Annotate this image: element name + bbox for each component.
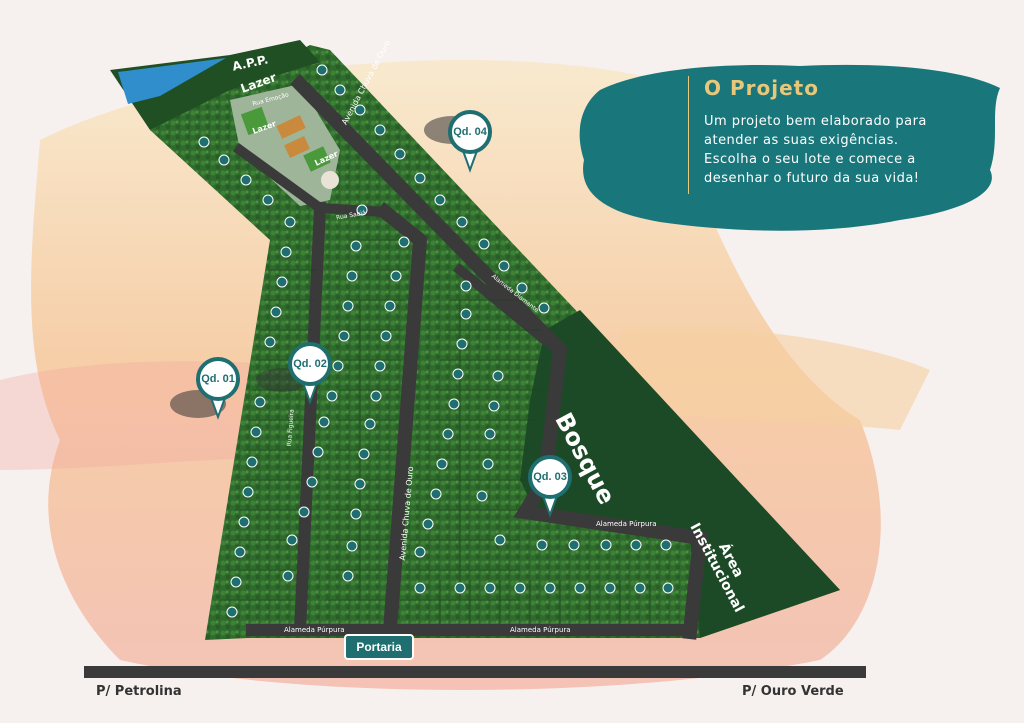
- app-area: [110, 40, 320, 130]
- quadra-pin-01[interactable]: Qd. 01: [196, 357, 240, 421]
- quadra-pin-03[interactable]: Qd. 03: [528, 455, 572, 519]
- quadra-pin-01-label: Qd. 01: [196, 357, 240, 401]
- project-description: Um projeto bem elaborado para atender as…: [704, 114, 927, 186]
- quadra-pin-04[interactable]: Qd. 04: [448, 110, 492, 174]
- project-title: O Projeto: [704, 76, 819, 100]
- street-alameda-purpura-2: Alameda Púrpura: [510, 626, 571, 634]
- project-panel-bg: [579, 64, 1000, 231]
- water-area: [118, 58, 226, 104]
- panel-divider: [688, 76, 689, 194]
- roads: [84, 74, 866, 678]
- direction-petrolina: P/ Petrolina: [96, 684, 182, 699]
- quadra-pin-02[interactable]: Qd. 02: [288, 342, 332, 406]
- street-alameda-purpura-1: Alameda Púrpura: [284, 626, 345, 634]
- lot-markers: [198, 64, 674, 618]
- direction-ouro-verde: P/ Ouro Verde: [742, 684, 844, 699]
- quadra-pin-04-label: Qd. 04: [448, 110, 492, 154]
- quadra-pin-03-label: Qd. 03: [528, 455, 572, 499]
- street-alameda-purpura-3: Alameda Púrpura: [596, 520, 657, 528]
- quadra-pin-02-label: Qd. 02: [288, 342, 332, 386]
- portaria-label: Portaria: [344, 634, 414, 660]
- bosque-area: [520, 310, 840, 638]
